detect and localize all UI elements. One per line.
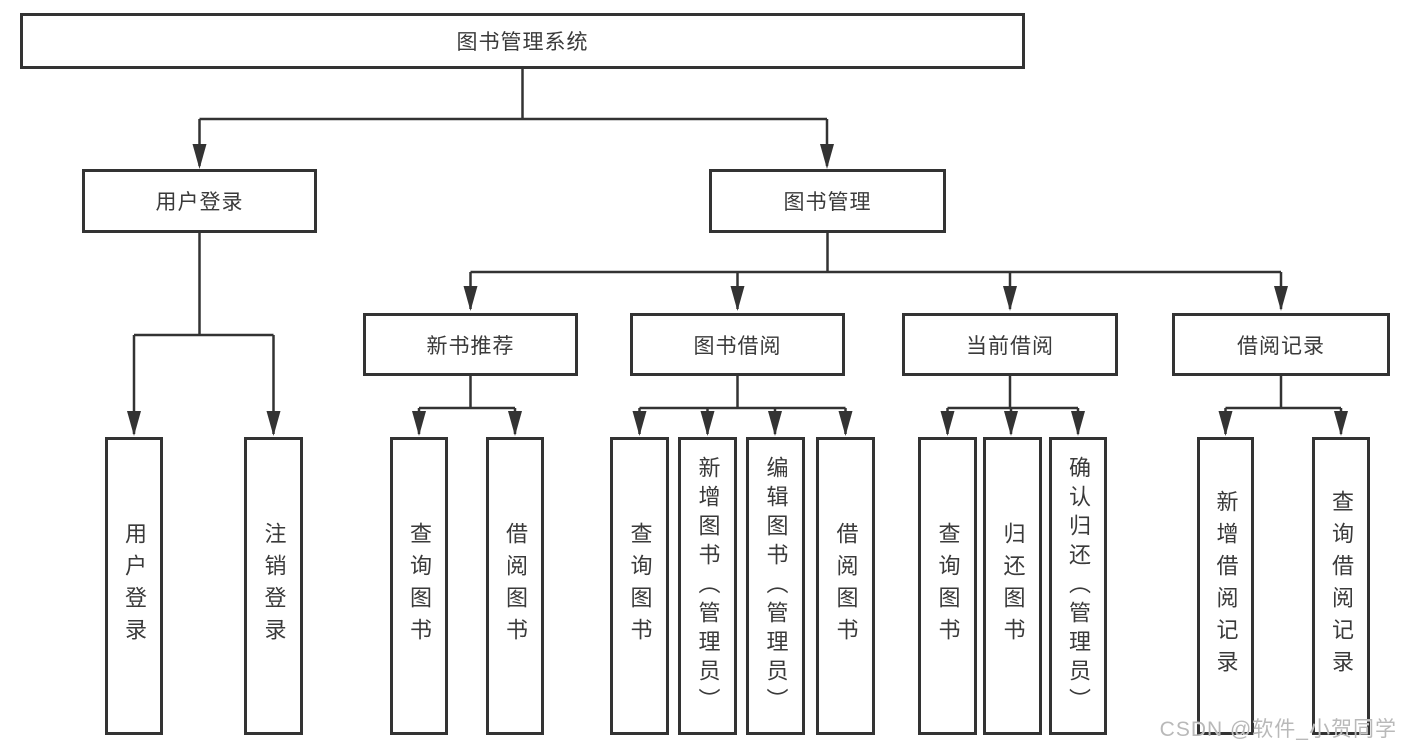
arrowheads [127, 144, 1348, 436]
node-add-books-admin: 新增图书（管理员） [678, 437, 737, 735]
node-borrowing-records: 借阅记录 [1172, 313, 1390, 376]
node-edit-books-admin: 编辑图书（管理员） [746, 437, 805, 735]
node-query-books-borrowing: 查询图书 [610, 437, 669, 735]
node-query-books-current: 查询图书 [918, 437, 977, 735]
node-borrow-books-recommend: 借阅图书 [486, 437, 544, 735]
node-new-book-recommendation: 新书推荐 [363, 313, 578, 376]
csdn-watermark: CSDN @软件_小贺同学 [1159, 718, 1397, 741]
node-return-books: 归还图书 [983, 437, 1042, 735]
node-library-management-system: 图书管理系统 [20, 13, 1025, 69]
node-current-borrowing: 当前借阅 [902, 313, 1118, 376]
node-user-login: 用户登录 [82, 169, 317, 233]
node-add-borrow-record: 新增借阅记录 [1197, 437, 1254, 735]
node-book-borrowing: 图书借阅 [630, 313, 845, 376]
node-confirm-return-admin: 确认归还（管理员） [1049, 437, 1107, 735]
node-borrow-books-borrowing: 借阅图书 [816, 437, 875, 735]
node-logout: 注销登录 [244, 437, 303, 735]
node-query-borrow-record: 查询借阅记录 [1312, 437, 1370, 735]
node-user-login-leaf: 用户登录 [105, 437, 163, 735]
node-book-management: 图书管理 [709, 169, 946, 233]
node-query-books-recommend: 查询图书 [390, 437, 448, 735]
